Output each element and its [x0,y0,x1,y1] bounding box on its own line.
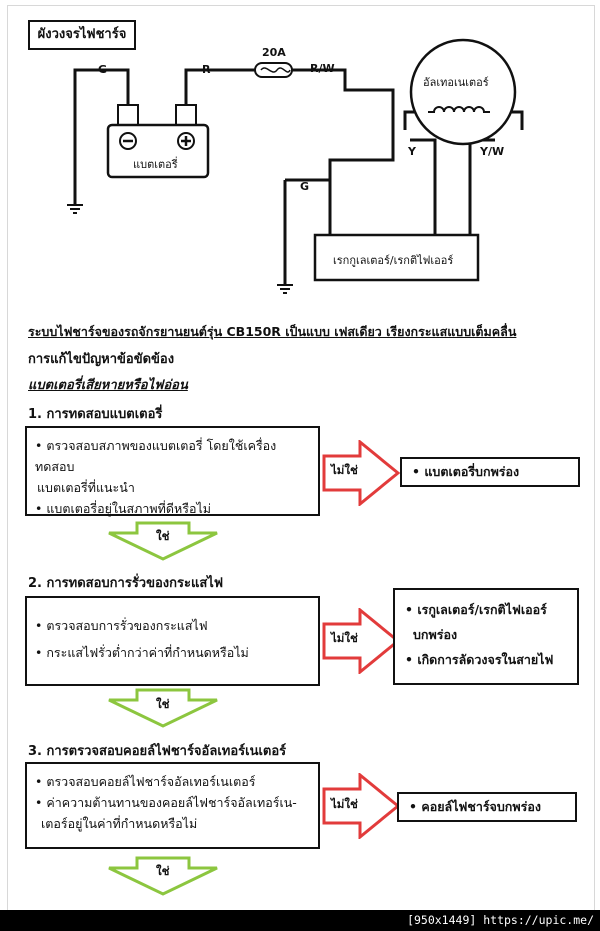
alternator-icon [409,38,517,146]
battery-icon [106,104,210,179]
step2-yes-label: ใช่ [156,697,170,711]
step1-result-1: • แบตเตอรี่บกพร่อง [412,464,520,479]
step1-yes-label: ใช่ [156,529,170,543]
step3-bullet-1: • ตรวจสอบคอยล์ไฟชาร์จอัลเทอร์เนเตอร์ [35,774,256,789]
troubleshooting-heading: การแก้ไขปัญหาข้อขัดข้อง [28,352,175,367]
step2-result-1-cont: บกพร่อง [413,627,458,642]
step3-bullet-2-cont: เตอร์อยู่ในค่าที่กำหนดหรือไม่ [41,816,198,831]
step2-yes-arrow [108,688,218,728]
step1-check-box: • ตรวจสอบสภาพของแบตเตอรี่ โดยใช้เครื่องท… [25,426,320,516]
label-g-left: G [98,63,108,76]
rw-wire [292,68,395,235]
step3-result-1: • คอยล์ไฟชาร์จบกพร่อง [409,799,541,814]
battery-negative-wire [73,68,130,205]
label-r: R [202,63,211,76]
step2-result-1: • เรกูเลเตอร์/เรกติไฟเออร์ [405,602,547,617]
step2-heading: 2. การทดสอบการรั่วของกระแสไฟ [28,576,224,591]
battery-positive-wire [184,68,255,105]
step1-heading: 1. การทดสอบแบตเตอรี่ [28,407,163,422]
step1-no-label: ไม่ใช่ [331,463,358,477]
label-g-right: G [300,180,310,193]
step2-result-2: • เกิดการลัดวงจรในสายไฟ [405,652,554,667]
intro-description: ระบบไฟชาร์จของรถจักรยานยนต์รุ่น CB150R เ… [28,324,517,339]
step1-no-arrow [322,440,400,506]
step2-bullet-2: • กระแสไฟรั่วต่ำกว่าค่าที่กำหนดหรือไม่ [35,645,249,660]
label-regulator: เรกกูเลเตอร์/เรกติไฟเออร์ [333,254,454,267]
step3-result-box: • คอยล์ไฟชาร์จบกพร่อง [397,792,577,822]
step3-yes-label: ใช่ [156,864,170,878]
step2-check-box: • ตรวจสอบการรั่วของกระแสไฟ • กระแสไฟรั่ว… [25,596,320,686]
step1-bullet-2: • แบตเตอรี่อยู่ในสภาพที่ดีหรือไม่ [35,501,212,516]
label-y: Y [408,145,416,158]
fuse-icon [254,62,293,78]
step1-result-box: • แบตเตอรี่บกพร่อง [400,457,580,487]
y-wire [410,138,437,235]
step2-bullet-1: • ตรวจสอบการรั่วของกระแสไฟ [35,618,208,633]
symptom-heading: แบตเตอรี่เสียหายหรือไฟอ่อน [28,378,188,393]
step1-yes-arrow [108,521,218,561]
step3-check-box: • ตรวจสอบคอยล์ไฟชาร์จอัลเทอร์เนเตอร์ • ค… [25,762,320,849]
label-fuse: 20A [262,46,286,59]
step1-bullet-1-cont: แบตเตอรี่ที่แนะนำ [37,480,135,495]
step3-yes-arrow [108,856,218,896]
label-yw: Y/W [480,145,505,158]
step3-no-arrow [322,773,400,839]
step1-bullet-1: • ตรวจสอบสภาพของแบตเตอรี่ โดยใช้เครื่องท… [35,438,277,474]
step3-no-label: ไม่ใช่ [331,797,358,811]
step3-heading: 3. การตรวจสอบคอยล์ไฟชาร์จอัลเทอร์เนเตอร์ [28,744,287,759]
charging-circuit-diagram [67,38,524,294]
label-battery: แบตเตอรี่ [133,158,178,171]
step3-bullet-2: • ค่าความต้านทานของคอยล์ไฟชาร์จอัลเทอร์เ… [35,795,297,810]
step2-result-box: • เรกูเลเตอร์/เรกติไฟเออร์ บกพร่อง • เกิ… [393,588,579,685]
step2-no-label: ไม่ใช่ [331,631,358,645]
regulator-box [313,233,480,282]
label-rw: R/W [310,62,335,75]
image-host-footer[interactable]: [950x1449] https://upic.me/ [0,910,600,931]
diagram-title: ผังวงจรไฟชาร์จ [28,20,136,50]
label-alternator: อัลเทอเนเตอร์ [423,76,489,89]
step2-no-arrow [322,608,400,674]
